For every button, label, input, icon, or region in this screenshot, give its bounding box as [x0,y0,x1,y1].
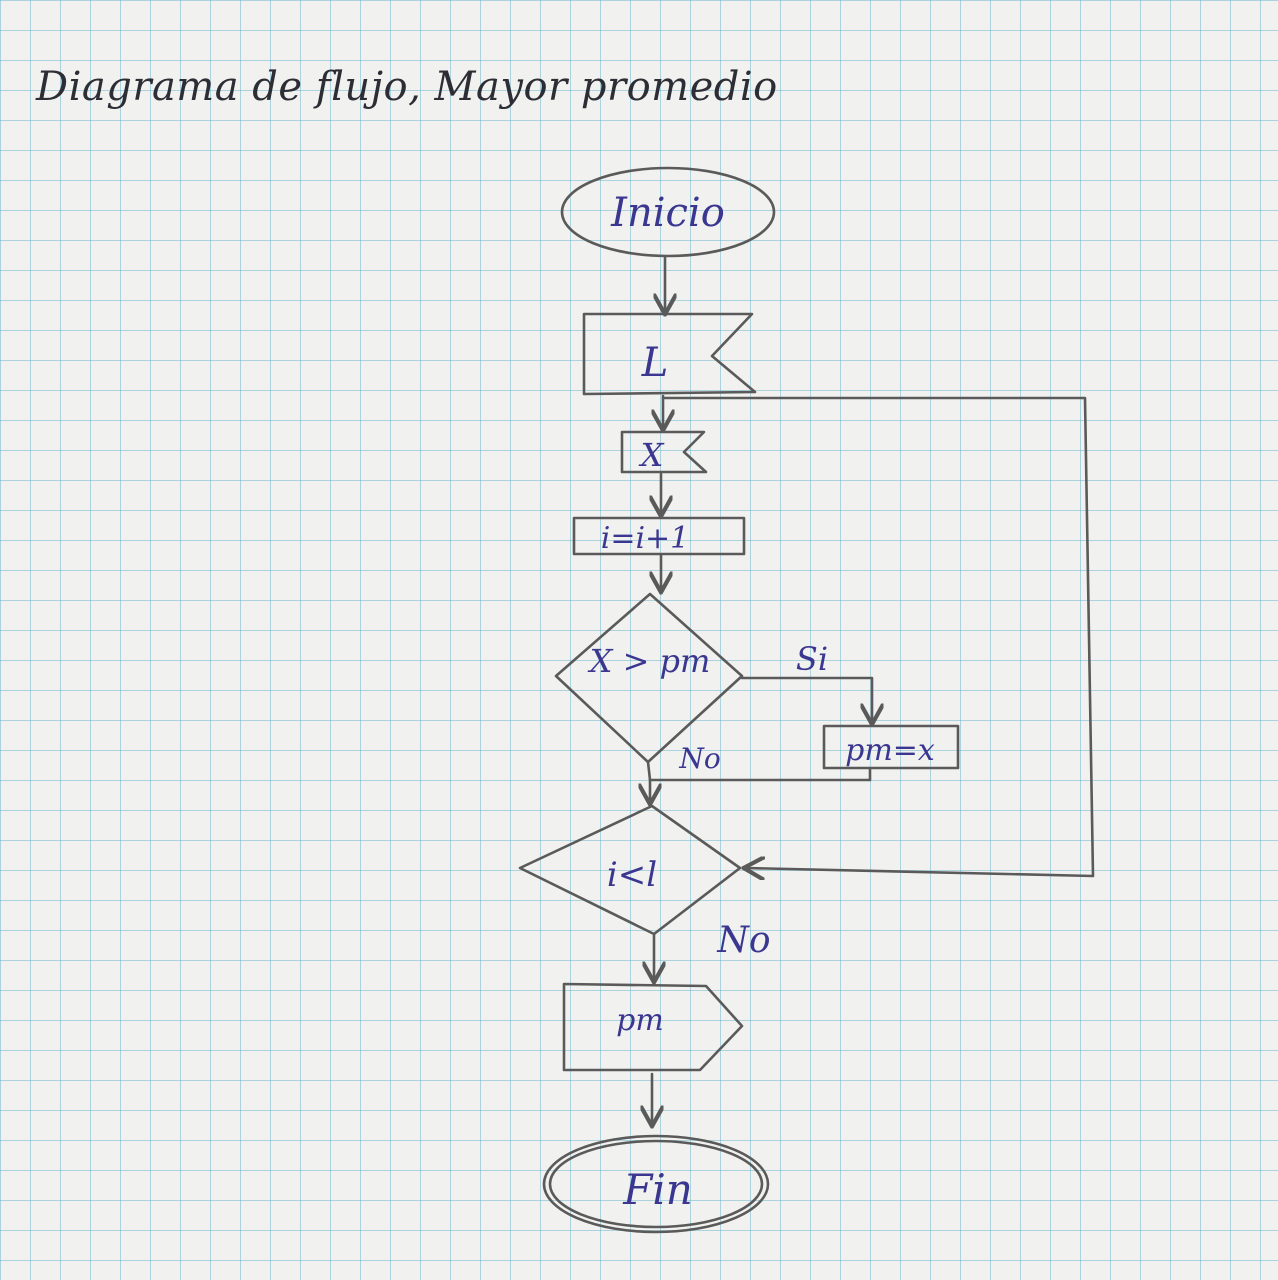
edge-yes-to-assign [740,676,872,722]
output-pm-node: pm [562,982,744,1072]
edge-no-from-decision [646,760,652,782]
read-l-label: L [641,340,669,386]
yes-label: Si [796,640,828,678]
decision-pm-node: X > pm [554,592,744,764]
decision-loop-label: i<l [607,855,657,895]
assign-pm-label: pm=x [845,733,935,768]
edge-loop-back [661,396,1095,876]
start-label: Inicio [610,190,725,236]
no-label-2: No [716,920,770,961]
no-label-1: No [678,742,720,775]
decision-loop-node: i<l [518,804,742,936]
decision-pm-label: X > pm [587,642,711,680]
read-l-node: L [582,312,757,396]
read-x-label: X [638,436,665,474]
diagram-title: Diagrama de flujo, Mayor promedio [36,64,778,110]
output-pm-label: pm [616,1003,664,1038]
start-node: Inicio [560,166,776,258]
edge-assign-merge [648,766,872,782]
end-label: Fin [622,1165,693,1214]
increment-node: i=i+1 [572,516,746,556]
increment-label: i=i+1 [601,521,690,556]
assign-pm-node: pm=x [822,724,960,770]
end-node: Fin [542,1134,770,1234]
read-x-node: X [620,430,708,474]
